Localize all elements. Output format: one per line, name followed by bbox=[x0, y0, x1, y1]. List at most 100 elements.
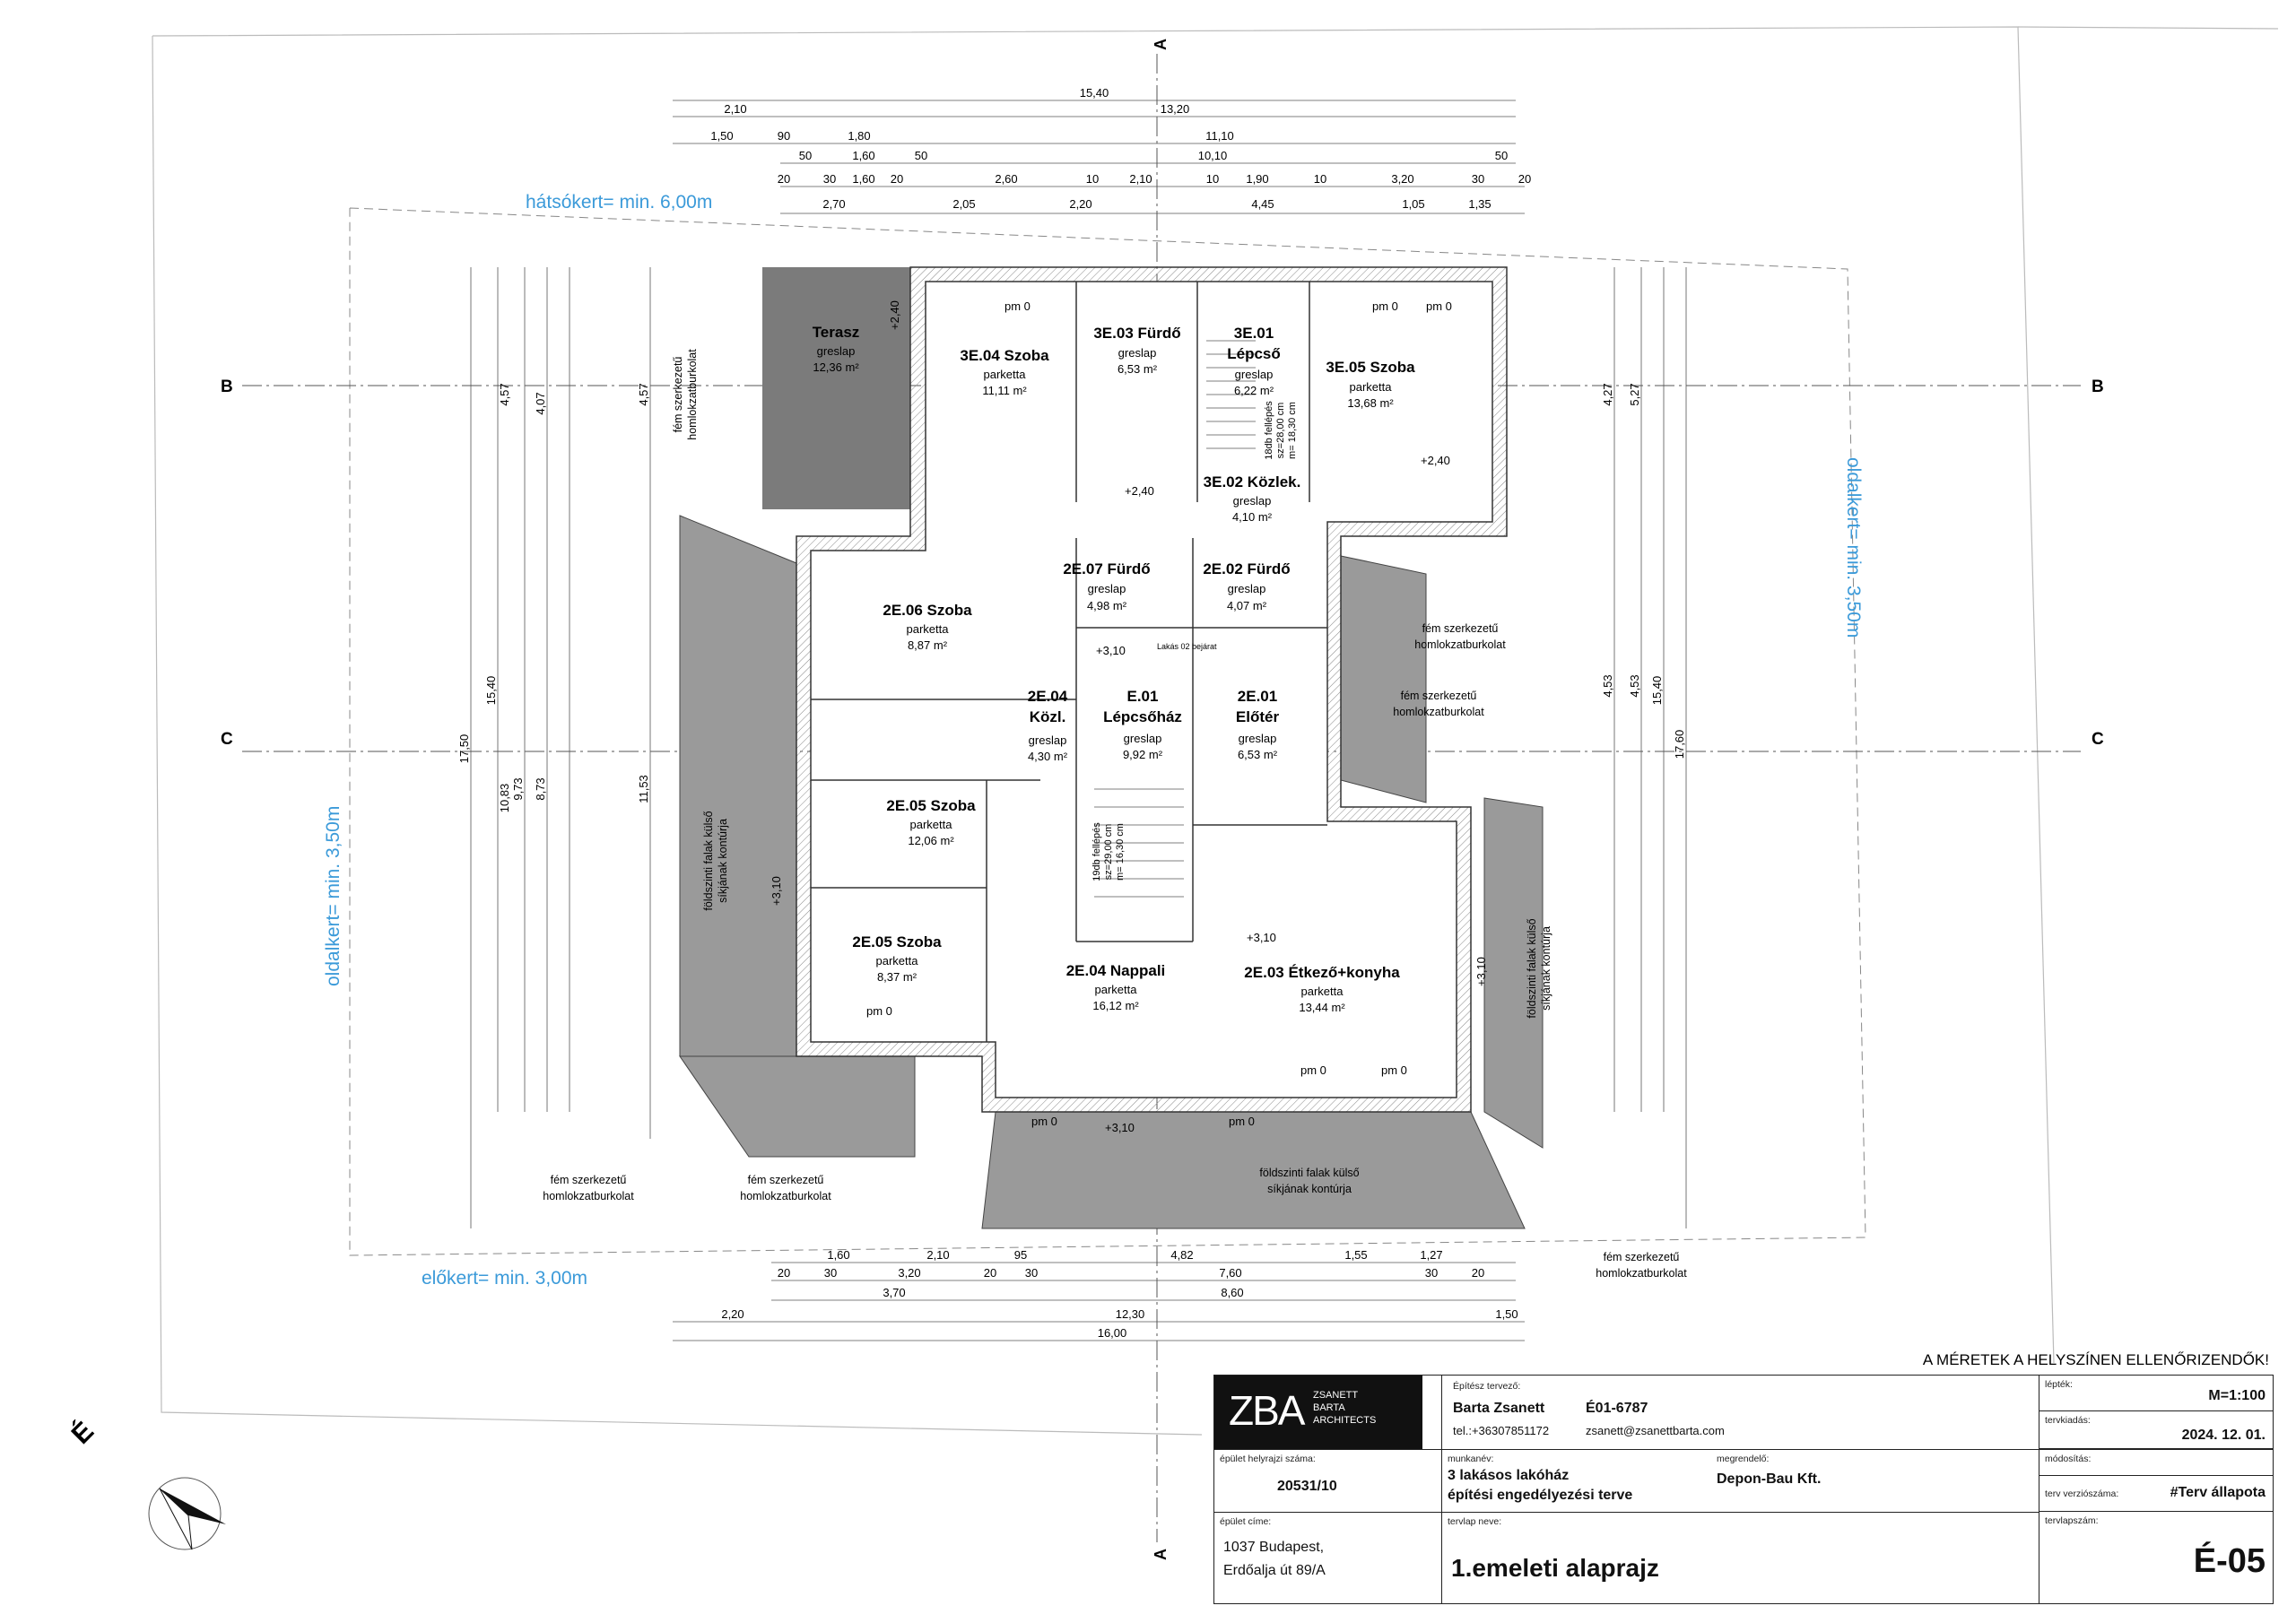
svg-text:+3,10: +3,10 bbox=[770, 876, 783, 906]
svg-text:17,60: 17,60 bbox=[1673, 730, 1686, 759]
svg-text:2,20: 2,20 bbox=[721, 1307, 744, 1321]
scale-label: lépték: bbox=[2045, 1379, 2073, 1390]
svg-text:15,40: 15,40 bbox=[1650, 676, 1664, 706]
svg-text:12,36 m²: 12,36 m² bbox=[813, 360, 859, 374]
room-e01: E.01 Lépcsőház greslap 9,92 m² bbox=[1103, 688, 1182, 761]
svg-text:greslap: greslap bbox=[1124, 732, 1162, 745]
svg-text:1,60: 1,60 bbox=[852, 172, 874, 186]
svg-text:16,12 m²: 16,12 m² bbox=[1092, 999, 1139, 1012]
svg-text:11,10: 11,10 bbox=[1205, 129, 1234, 143]
address-label: épület címe: bbox=[1220, 1516, 1272, 1527]
svg-text:50: 50 bbox=[1495, 149, 1508, 162]
svg-text:20: 20 bbox=[778, 172, 790, 186]
svg-text:3,20: 3,20 bbox=[1391, 172, 1413, 186]
svg-text:homlokzatburkolat: homlokzatburkolat bbox=[1596, 1267, 1687, 1280]
svg-text:20: 20 bbox=[1472, 1266, 1484, 1280]
room-2e02: 2E.02 Fürdő greslap 4,07 m² bbox=[1203, 560, 1290, 612]
svg-text:11,11 m²: 11,11 m² bbox=[982, 384, 1027, 397]
svg-text:2E.04 Nappali: 2E.04 Nappali bbox=[1066, 962, 1166, 979]
svg-text:3E.05 Szoba: 3E.05 Szoba bbox=[1326, 359, 1415, 376]
svg-text:4,07 m²: 4,07 m² bbox=[1227, 599, 1267, 612]
svg-text:3,20: 3,20 bbox=[898, 1266, 920, 1280]
sheet-number-value: É-05 bbox=[2193, 1542, 2266, 1580]
svg-text:17,50: 17,50 bbox=[457, 734, 471, 764]
svg-text:2,05: 2,05 bbox=[952, 197, 975, 211]
svg-text:+2,40: +2,40 bbox=[888, 300, 901, 330]
setback-front-label: előkert= min. 3,00m bbox=[422, 1268, 587, 1289]
client-label: megrendelő: bbox=[1717, 1454, 1770, 1464]
room-2e04-nappali: 2E.04 Nappali parketta 16,12 m² bbox=[1066, 962, 1166, 1012]
plot-boundary bbox=[152, 26, 2279, 1436]
terrace-area bbox=[762, 267, 910, 509]
svg-text:+3,10: +3,10 bbox=[1474, 957, 1488, 986]
svg-text:2E.07 Fürdő: 2E.07 Fürdő bbox=[1063, 560, 1150, 577]
logo-text-2: BARTA bbox=[1313, 1402, 1345, 1413]
svg-text:sz=28,00 cm: sz=28,00 cm bbox=[1275, 403, 1286, 459]
setback-left-label: oldalkert= min. 3,50m bbox=[323, 806, 344, 986]
svg-text:4,27: 4,27 bbox=[1601, 383, 1614, 405]
north-arrow-icon: É bbox=[65, 1416, 226, 1550]
svg-text:homlokzatburkolat: homlokzatburkolat bbox=[1414, 638, 1506, 651]
facade-note-right-1: fém szerkezetű homlokzatburkolat bbox=[1414, 622, 1506, 651]
ground-contour-note-left: földszinti falak külső síkjának kontúrja bbox=[702, 811, 729, 910]
svg-text:2E.06 Szoba: 2E.06 Szoba bbox=[883, 602, 972, 619]
svg-text:m= 16,30 cm: m= 16,30 cm bbox=[1115, 823, 1126, 881]
architect-phone: tel.:+36307851172 bbox=[1453, 1424, 1550, 1437]
svg-text:2E.04: 2E.04 bbox=[1028, 688, 1068, 705]
room-3e04: 3E.04 Szoba parketta 11,11 m² bbox=[960, 347, 1049, 397]
svg-text:greslap: greslap bbox=[1235, 368, 1274, 381]
svg-text:pm 0: pm 0 bbox=[1372, 299, 1398, 313]
svg-text:2,60: 2,60 bbox=[995, 172, 1017, 186]
work-label: munkanév: bbox=[1448, 1454, 1494, 1464]
room-2e07: 2E.07 Fürdő greslap 4,98 m² bbox=[1063, 560, 1150, 612]
ground-floor-contour-areas bbox=[679, 515, 1544, 1229]
svg-text:Lépcsőház: Lépcsőház bbox=[1103, 708, 1182, 725]
svg-text:2E.05 Szoba: 2E.05 Szoba bbox=[852, 933, 942, 950]
svg-text:12,30: 12,30 bbox=[1116, 1307, 1145, 1321]
svg-text:10: 10 bbox=[1314, 172, 1326, 186]
svg-text:1,55: 1,55 bbox=[1344, 1248, 1367, 1262]
entry-note: Lakás 02 bejárat bbox=[1157, 642, 1217, 651]
date-box: tervkiadás: 2024. 12. 01. bbox=[2039, 1411, 2273, 1449]
svg-text:3,70: 3,70 bbox=[883, 1286, 905, 1299]
svg-text:parketta: parketta bbox=[1350, 380, 1393, 394]
svg-text:30: 30 bbox=[1025, 1266, 1038, 1280]
svg-text:1,35: 1,35 bbox=[1468, 197, 1491, 211]
title-block: ZBA ZSANETT BARTA ARCHITECTS Építész ter… bbox=[1213, 1375, 2274, 1604]
work-line-1: 3 lakásos lakóház bbox=[1448, 1468, 1570, 1483]
architect-name: Barta Zsanett bbox=[1453, 1401, 1545, 1416]
section-label-c-right: C bbox=[2092, 730, 2104, 749]
svg-text:10,83: 10,83 bbox=[498, 784, 511, 813]
svg-text:parketta: parketta bbox=[907, 622, 950, 636]
svg-text:greslap: greslap bbox=[817, 344, 856, 358]
svg-text:földszinti falak külső: földszinti falak külső bbox=[1526, 918, 1538, 1018]
room-3e05: 3E.05 Szoba parketta 13,68 m² bbox=[1326, 359, 1415, 410]
svg-text:20: 20 bbox=[778, 1266, 790, 1280]
svg-text:greslap: greslap bbox=[1118, 346, 1157, 360]
svg-text:1,80: 1,80 bbox=[848, 129, 870, 143]
svg-text:1,27: 1,27 bbox=[1420, 1248, 1442, 1262]
work-line-2: építési engedélyezési terve bbox=[1448, 1488, 1633, 1503]
svg-text:greslap: greslap bbox=[1233, 494, 1272, 508]
svg-text:8,87 m²: 8,87 m² bbox=[908, 638, 948, 652]
svg-text:fém szerkezetű: fém szerkezetű bbox=[1401, 690, 1477, 702]
stair-note-upper: 18db fellépés sz=28,00 cm m= 18,30 cm bbox=[1264, 401, 1298, 460]
svg-text:parketta: parketta bbox=[984, 368, 1027, 381]
svg-text:földszinti falak külső: földszinti falak külső bbox=[702, 811, 715, 910]
svg-text:fém szerkezetű: fém szerkezetű bbox=[1604, 1251, 1680, 1263]
svg-text:20: 20 bbox=[984, 1266, 996, 1280]
section-label-a-top: A bbox=[1152, 39, 1170, 50]
svg-text:1,90: 1,90 bbox=[1246, 172, 1268, 186]
svg-text:4,53: 4,53 bbox=[1628, 674, 1641, 697]
svg-text:2,10: 2,10 bbox=[724, 102, 746, 116]
svg-text:parketta: parketta bbox=[910, 818, 953, 831]
svg-text:4,82: 4,82 bbox=[1170, 1248, 1193, 1262]
svg-text:2,10: 2,10 bbox=[926, 1248, 949, 1262]
svg-text:13,20: 13,20 bbox=[1161, 102, 1190, 116]
svg-text:90: 90 bbox=[778, 129, 790, 143]
svg-text:10: 10 bbox=[1086, 172, 1099, 186]
svg-text:9,73: 9,73 bbox=[511, 777, 525, 800]
parcel-value: 20531/10 bbox=[1277, 1479, 1337, 1494]
svg-text:greslap: greslap bbox=[1029, 733, 1067, 747]
